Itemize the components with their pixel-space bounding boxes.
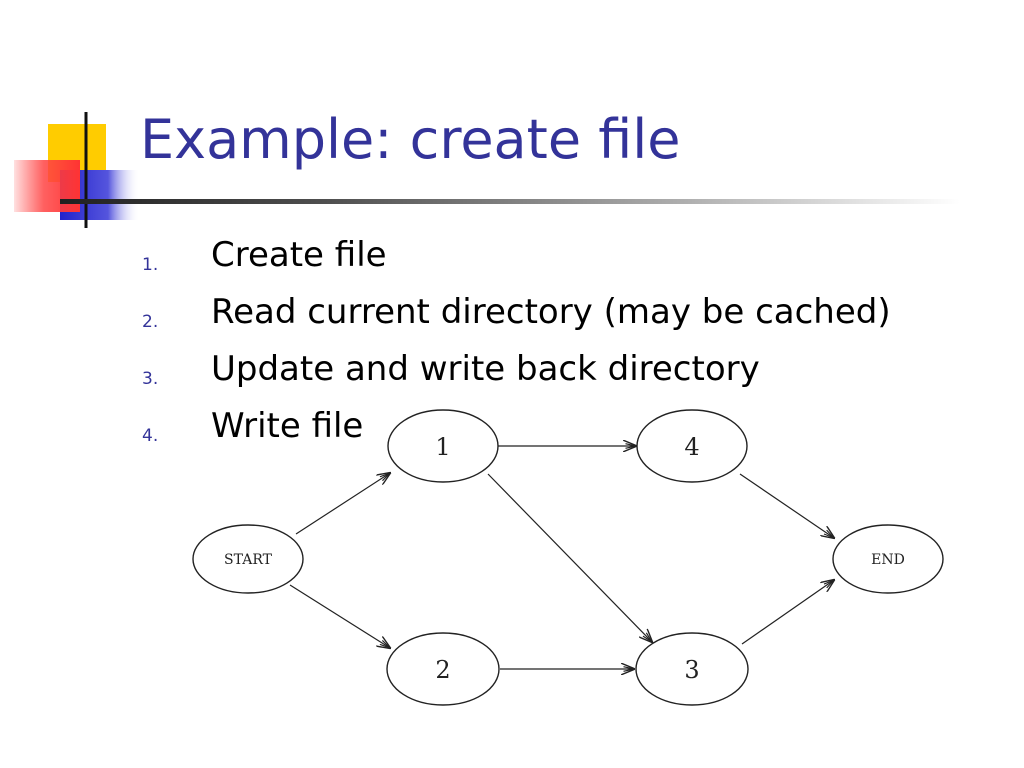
node-start-label: START xyxy=(224,552,273,568)
step-number: 3. xyxy=(142,369,159,389)
node-1: 1 xyxy=(387,409,499,483)
edge-start-to-2 xyxy=(289,584,390,648)
step-number: 1. xyxy=(142,255,159,275)
step-text: Update and write back directory xyxy=(211,349,760,389)
step-number: 4. xyxy=(142,426,159,446)
step-number: 2. xyxy=(142,312,159,332)
node-4-label: 4 xyxy=(684,433,699,461)
node-4: 4 xyxy=(636,409,748,483)
step-text: Read current directory (may be cached) xyxy=(211,292,891,332)
edge-1-to-3 xyxy=(487,473,652,642)
node-start: START xyxy=(192,524,304,594)
step-text: Create file xyxy=(211,235,387,275)
edge-3-to-end xyxy=(741,580,834,645)
title-underline xyxy=(60,199,960,204)
node-3: 3 xyxy=(635,632,749,706)
node-end: END xyxy=(832,524,944,594)
node-3-label: 3 xyxy=(684,656,699,684)
edge-4-to-end xyxy=(739,473,834,538)
step-text: Write file xyxy=(211,406,364,446)
node-end-label: END xyxy=(871,552,905,568)
slide-corner-decoration xyxy=(14,112,140,228)
node-2-label: 2 xyxy=(435,656,450,684)
node-2: 2 xyxy=(386,632,500,706)
edge-start-to-1 xyxy=(295,473,390,535)
node-1-label: 1 xyxy=(435,433,450,461)
slide-title: Example: create file xyxy=(140,108,681,171)
